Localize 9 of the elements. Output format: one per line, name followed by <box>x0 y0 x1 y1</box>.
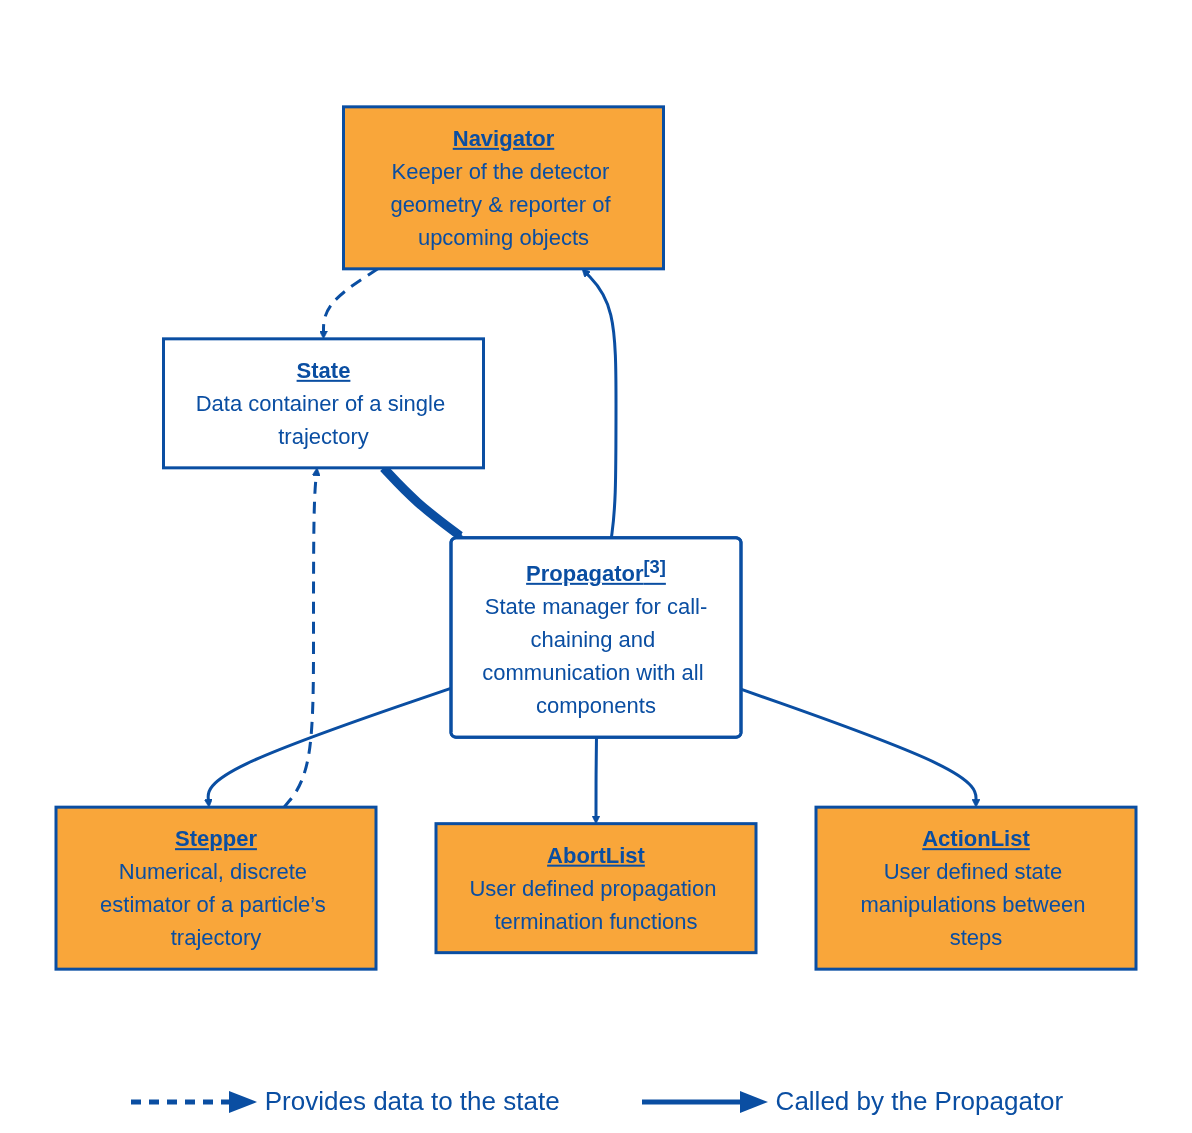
arrow <box>741 687 981 808</box>
node-box: AbortList User defined propagation termination functions <box>434 822 758 955</box>
legend-text: Called by the Propagator <box>775 1086 1064 1117</box>
node-box: Stepper Numerical, discrete estimator of a particle’s trajectory <box>54 805 378 971</box>
node-box: State Data container of a single trajectory <box>162 337 485 470</box>
arrow <box>203 686 452 808</box>
node-box: Navigator Keeper of the detector geometry & reporter of upcoming objects <box>342 105 665 271</box>
node-box: ActionList User defined state manipulations between steps <box>814 805 1138 971</box>
legend-text: Provides data to the state <box>264 1086 560 1117</box>
